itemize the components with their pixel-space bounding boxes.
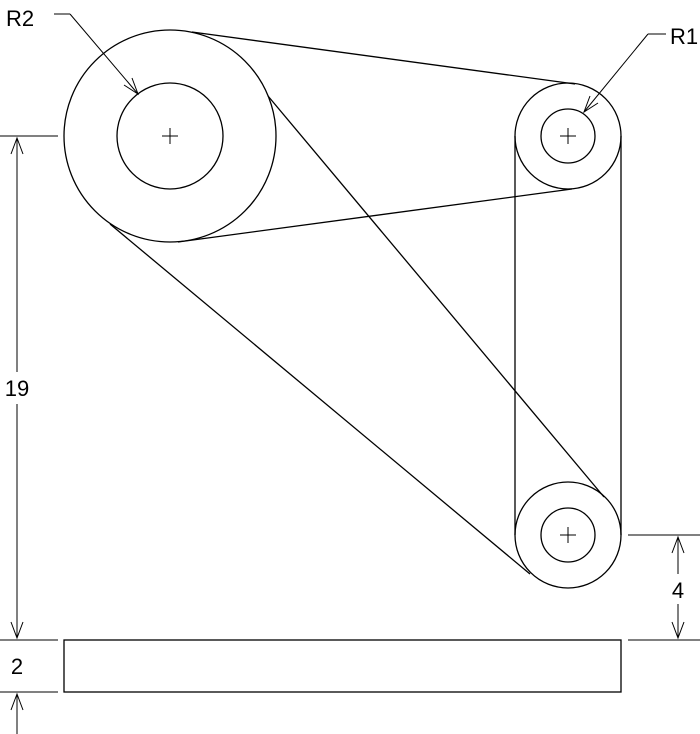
dimension-4-label: 4 <box>672 578 684 603</box>
arrow-icon <box>583 95 599 114</box>
large-pulley-outer-circle <box>63 29 277 243</box>
upper-small-pulley-center-mark <box>560 128 576 144</box>
arrow-up-icon <box>10 692 24 711</box>
upper-small-pulley-inner-circle <box>540 108 596 164</box>
r1-leader-diagonal <box>583 33 649 113</box>
lower-small-pulley <box>514 481 622 589</box>
arrow-down-icon <box>10 621 24 640</box>
dimension-4: 4 <box>628 534 700 641</box>
arrow-up-icon <box>671 535 685 554</box>
lower-small-pulley-inner-circle <box>540 507 596 563</box>
r1-label: R1 <box>670 24 698 49</box>
base-plate <box>63 639 622 693</box>
dimension-2: 2 <box>10 654 24 734</box>
r2-label: R2 <box>6 6 34 31</box>
lower-small-pulley-center-mark <box>560 527 576 543</box>
large-pulley-inner-circle <box>116 82 224 190</box>
belt-large-to-lower-right <box>267 95 605 498</box>
r2-leader-diagonal <box>69 13 139 95</box>
upper-small-pulley <box>514 82 622 190</box>
dimension-2-label: 2 <box>11 654 23 679</box>
arrow-down-icon <box>671 621 685 640</box>
belt-large-to-lower-left <box>109 223 531 575</box>
leader-r1: R1 <box>583 24 698 114</box>
dimension-19-label: 19 <box>5 376 29 401</box>
belt-large-to-upper-top <box>191 31 576 85</box>
dimension-19: 19 <box>0 135 58 693</box>
large-pulley <box>63 29 277 243</box>
belt-large-to-upper-bottom <box>177 188 573 243</box>
arrow-up-icon <box>10 136 24 155</box>
belt-lines <box>109 31 622 575</box>
large-pulley-center-mark <box>162 128 178 144</box>
arrow-icon <box>123 77 139 96</box>
leader-r2: R2 <box>6 6 139 96</box>
